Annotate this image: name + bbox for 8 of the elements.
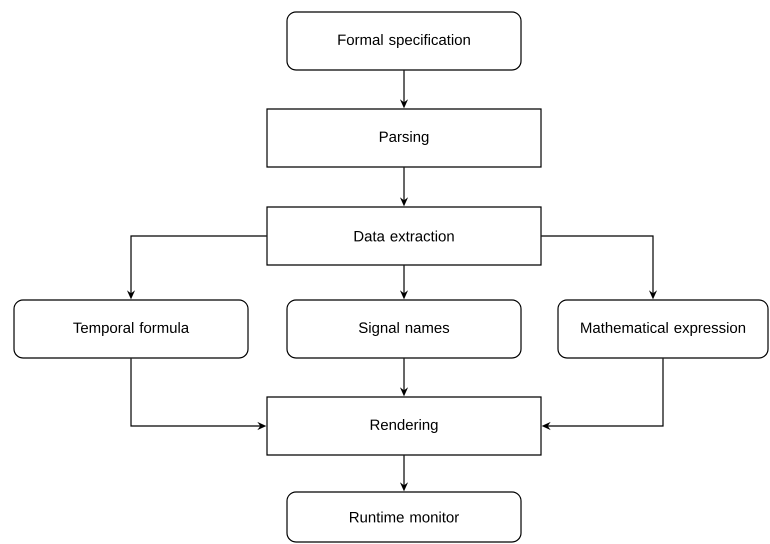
process-box: Temporal formula	[13, 299, 249, 359]
process-box: Formal specification	[286, 11, 522, 71]
process-box: Mathematical expression	[557, 299, 769, 359]
process-box: Signal names	[286, 299, 522, 359]
process-box: Parsing	[266, 108, 542, 168]
process-box: Runtime monitor	[286, 491, 522, 543]
process-box: Rendering	[266, 396, 542, 456]
process-box: Data extraction	[266, 206, 542, 266]
